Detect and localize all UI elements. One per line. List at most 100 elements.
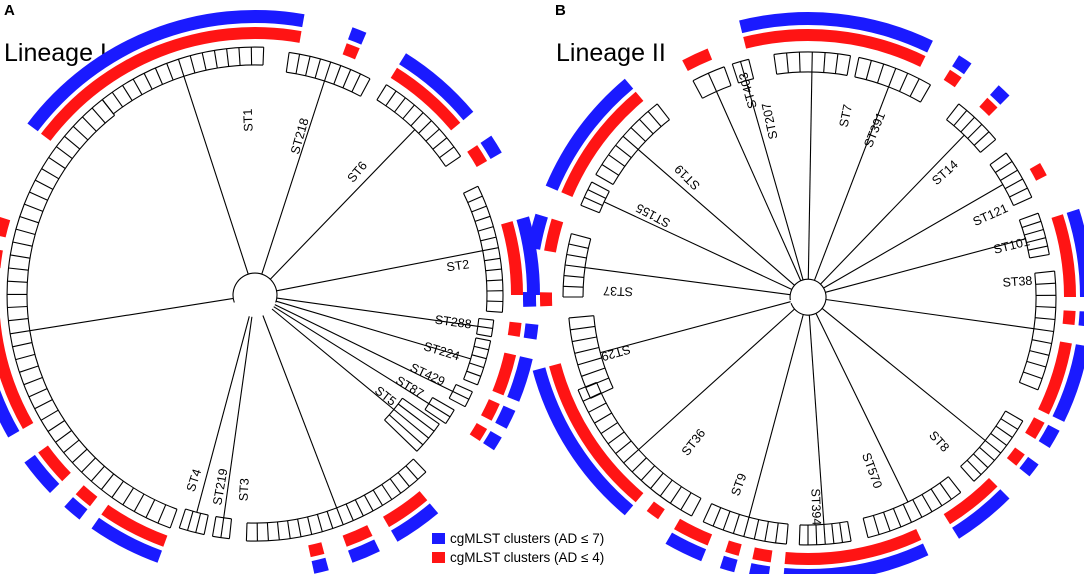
tree-leaf — [351, 73, 361, 93]
tree-leaf — [64, 135, 81, 150]
tree-leaf — [1005, 410, 1024, 422]
cluster-band-ad4 — [38, 445, 71, 482]
tree-leaf — [739, 61, 747, 81]
cluster-band-ad4 — [784, 529, 922, 566]
tree-branch — [815, 312, 909, 503]
tree-leaf — [384, 419, 418, 452]
tree-leaf-arc — [246, 471, 427, 542]
cluster-band-ad7 — [495, 405, 516, 429]
tree-leaf — [865, 60, 872, 80]
tree-leaf — [947, 476, 962, 493]
tree-leaf — [34, 399, 53, 410]
tree-branch — [638, 308, 795, 451]
tree-leaf — [29, 191, 48, 201]
cluster-rings-a — [0, 9, 541, 574]
tree-clade-arc — [776, 71, 848, 76]
tree-leaf — [101, 99, 116, 116]
cluster-band-ad7 — [1066, 208, 1084, 297]
tree-leaf — [607, 431, 625, 445]
cluster-band-ad4 — [342, 525, 373, 547]
tree-clade-arc — [612, 119, 670, 185]
tree-leaf — [565, 264, 585, 269]
legend-swatch-ad7 — [432, 533, 445, 544]
tree-leaf — [122, 487, 134, 506]
cluster-band-ad4 — [492, 352, 517, 396]
tree-leaf — [581, 367, 606, 377]
tree-leaf — [1021, 220, 1042, 229]
tree-leaf — [24, 203, 44, 212]
cluster-band-ad7 — [719, 555, 738, 573]
tree-leaf — [23, 376, 43, 386]
cluster-band-ad7 — [91, 517, 162, 563]
tree-leaf — [1023, 371, 1043, 380]
tree-leaf — [846, 55, 852, 76]
tree-clade-arc — [286, 71, 361, 97]
tree-leaf — [622, 135, 639, 150]
cluster-band-ad7 — [527, 213, 548, 250]
cluster-band-ad7 — [739, 12, 933, 53]
lineage-title-b: Lineage II — [556, 39, 666, 67]
tree-leaf — [989, 152, 1007, 166]
tree-leaf — [692, 80, 703, 99]
tree-leaf — [19, 365, 39, 373]
cluster-band-ad7 — [665, 532, 707, 562]
tree-leaf — [154, 67, 164, 85]
tree-leaf — [393, 409, 429, 439]
cluster-band-ad4 — [561, 91, 644, 197]
tree-leaf — [1035, 317, 1056, 321]
cluster-band-ad7 — [532, 367, 634, 516]
tree-leaf-arc — [101, 46, 264, 101]
st-label: ST1 — [241, 108, 256, 131]
tree-leaf — [798, 52, 801, 73]
st-label: ST7 — [837, 103, 855, 128]
tree-leaf — [480, 236, 497, 242]
tree-branch — [29, 297, 234, 332]
tree-leaf — [990, 432, 1008, 446]
tree-leaf — [1027, 245, 1048, 251]
tree-leaf — [471, 205, 487, 213]
tree-leaf — [100, 473, 115, 490]
tree-a — [6, 46, 504, 542]
tree-leaf — [467, 195, 483, 204]
tree-leaf — [203, 514, 209, 535]
tree-leaf — [732, 514, 740, 534]
tree-leaf — [862, 518, 869, 538]
cluster-band-ad4 — [1029, 163, 1047, 181]
tree-leaf-arc — [580, 181, 593, 206]
cluster-band-ad7 — [952, 55, 972, 75]
tree-leaf — [601, 164, 620, 176]
cluster-band-ad4 — [0, 317, 34, 429]
tree-leaf — [872, 515, 880, 535]
cluster-band-ad4 — [674, 518, 713, 546]
tree-leaf — [7, 280, 28, 283]
tree-clade-arc — [376, 99, 447, 167]
st-label: ST570 — [859, 451, 885, 490]
st-label: ST288 — [434, 313, 472, 332]
tree-leaf — [563, 285, 584, 288]
tree-leaf-arc — [799, 540, 852, 546]
panel-b: B Lineage II ST403ST207ST19ST155ST37ST29… — [522, 2, 1084, 574]
tree-leaf — [595, 174, 614, 185]
tree-leaf — [571, 233, 591, 240]
tree-leaf — [775, 522, 779, 543]
tree-leaf — [376, 84, 387, 101]
tree-leaf-arc — [1037, 271, 1057, 391]
tree-leaf — [623, 449, 639, 464]
tree-branch — [276, 250, 483, 292]
tree-leaf-arc — [1005, 152, 1033, 198]
tree-leaf — [691, 498, 702, 517]
tree-leaf-arc — [562, 233, 572, 298]
tree-branch — [196, 316, 250, 513]
tree-leaf — [213, 50, 218, 69]
tree-leaf — [477, 325, 493, 329]
cluster-band-ad4 — [41, 27, 302, 141]
tree-leaf — [40, 409, 59, 421]
tree-leaf — [145, 499, 156, 518]
cluster-band-ad7 — [311, 557, 329, 574]
tree-leaf-arc — [212, 535, 230, 540]
tree-leaf — [81, 457, 96, 473]
st-label: ST155 — [634, 201, 673, 231]
st-label: ST36 — [679, 426, 708, 458]
